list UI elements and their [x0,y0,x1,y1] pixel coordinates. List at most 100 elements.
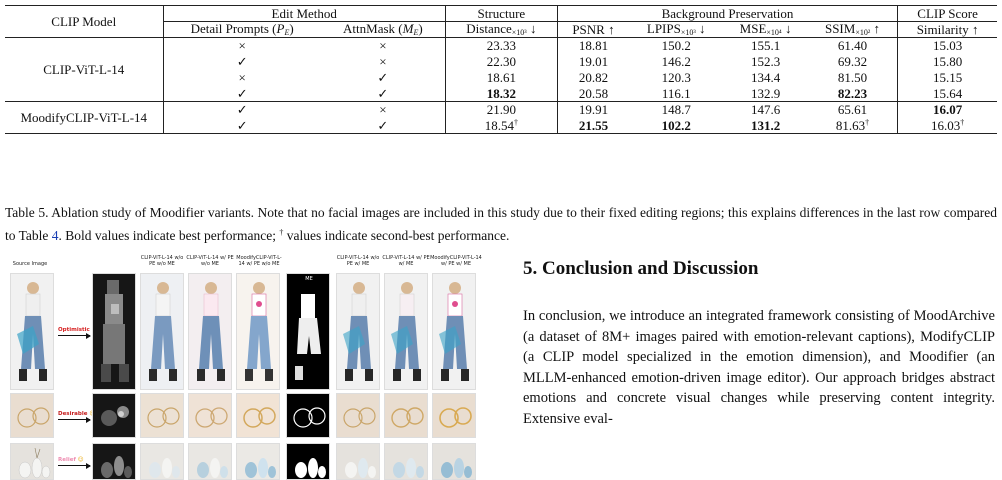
header-edit-method: Edit Method [162,5,446,22]
cell-ssim: 81.63† [807,117,898,134]
cell-p: × [162,37,321,54]
cell-psnr: 20.58 [556,85,630,102]
cell-mse: 155.1 [750,38,781,54]
result-image [140,273,184,390]
cell-p: ✓ [162,117,321,134]
result-image [336,393,380,438]
cell-mse: 147.6 [723,101,808,118]
dagger-mark: † [865,117,870,127]
mask-label: ME [305,276,313,282]
cell-m: × [320,101,446,118]
mask-image [286,443,330,480]
result-image [236,443,280,480]
cell-mse: 134.4 [750,70,781,85]
cell-ssim: 82.23 [837,85,868,101]
header-similarity: Similarity ↑ [897,21,997,38]
source-image-label: Source Image [12,261,48,267]
result-image [140,393,184,438]
table-row: MoodifyCLIP-ViT-L-14 ✓ × 21.90 19.91 148… [5,101,997,134]
cell-p: ✓ [162,53,321,70]
cell-p: × [162,69,321,86]
result-image [432,443,476,480]
column-label: CLIP-ViT-L-14 w/ PE w/o ME [186,255,234,267]
cell-m: ✓ [320,117,446,134]
cell-distance: 23.33 [444,37,558,54]
header-attnmask: AttnMask (ME) [320,21,446,38]
result-image [188,273,232,390]
cell-lpips: 150.2 [661,38,691,54]
arrow-icon [58,416,91,423]
cell-distance: 18.61 [444,69,558,86]
attention-map [92,273,136,390]
arrow-icon [58,332,91,339]
cell-mse: 131.2 [723,117,808,134]
header-structure: Structure [444,5,558,22]
column-label: CLIP-ViT-L-14 w/ PE w/ ME [382,255,430,267]
cell-psnr: 19.01 [556,53,630,70]
cell-m: ✓ [377,85,389,101]
table-row: ✓ ✓ 18.54† 21.55 102.2 131.2 81.63† 16.0… [5,117,997,134]
column-label: CLIP-ViT-L-14 w/o PE w/ ME [336,255,380,267]
qualitative-figure: Source Image CLIP-ViT-L-14 w/o PE w/o ME… [8,255,495,480]
header-lpips: LPIPS×10³ ↓ [629,21,724,38]
header-clip-model: CLIP Model [5,5,163,38]
result-image [432,393,476,438]
cell-lpips: 148.7 [629,101,724,118]
cell-similarity: 15.64 [897,85,997,102]
cell-distance: 22.30 [444,53,558,70]
source-image-earrings [10,393,54,438]
cell-ssim: 61.40 [837,38,868,54]
cell-psnr: 19.91 [556,101,630,118]
section-heading: 5. Conclusion and Discussion [523,258,759,279]
cell-p: ✓ [162,101,321,118]
section-paragraph: In conclusion, we introduce an integrate… [523,308,995,427]
header-mse: MSE×10⁴ ↓ [723,21,808,38]
cell-lpips: 120.3 [661,70,691,85]
result-image [384,443,428,480]
result-image [384,393,428,438]
attention-map [92,443,136,480]
source-image-vases [10,443,54,480]
header-clip-score: CLIP Score [897,5,997,22]
cell-distance: 18.32 [444,85,558,102]
header-background-preservation: Background Preservation [556,5,898,22]
cell-mse: 152.3 [750,54,781,69]
cell-similarity: 16.03† [897,117,997,134]
result-image [188,443,232,480]
table-reference-link[interactable]: 4 [51,228,59,243]
cell-similarity: 15.03 [897,37,997,54]
model-name: MoodifyCLIP-ViT-L-14 [5,101,163,134]
cell-psnr: 18.81 [556,37,630,54]
result-image [432,273,476,390]
table-row: × ✓ 18.61 20.82 120.3 134.4 81.50 15.15 [5,69,997,86]
dagger-mark: † [514,117,518,127]
result-image [336,443,380,480]
header-ssim: SSIM×10² ↑ [807,21,898,38]
column-label: MoodifyCLIP-ViT-L-14 w/ PE w/o ME [236,255,282,267]
dagger-mark: † [960,117,965,127]
cell-similarity: 15.15 [897,69,997,86]
result-image [336,273,380,390]
cell-ssim: 69.32 [837,54,868,69]
table-caption: Table 5. Ablation study of Moodifier var… [5,205,997,243]
ablation-table: CLIP Model Edit Method Structure Backgro… [5,5,997,134]
cell-distance: 21.90 [444,101,558,118]
source-image-fashion [10,273,54,390]
cell-m: × [379,54,387,69]
cell-lpips: 102.2 [629,117,724,134]
table-row: ✓ × 22.30 19.01 146.2 152.3 69.32 15.80 [5,53,997,70]
mask-image: ME [286,273,330,390]
cell-psnr: 20.82 [556,69,630,86]
cell-distance: 18.54† [444,117,558,134]
attention-map [92,393,136,438]
column-label: CLIP-ViT-L-14 w/o PE w/o ME [140,255,184,267]
cell-lpips: 116.1 [661,85,691,101]
cell-psnr: 21.55 [556,117,630,134]
result-image [384,273,428,390]
arrow-icon [58,462,91,469]
table-row: ✓ ✓ 18.32 20.58 116.1 132.9 82.23 15.64 [5,85,997,102]
mask-image [286,393,330,438]
cell-ssim: 65.61 [807,101,898,118]
result-image [188,393,232,438]
emotion-tag-relief: Relief ☺ [58,457,84,463]
